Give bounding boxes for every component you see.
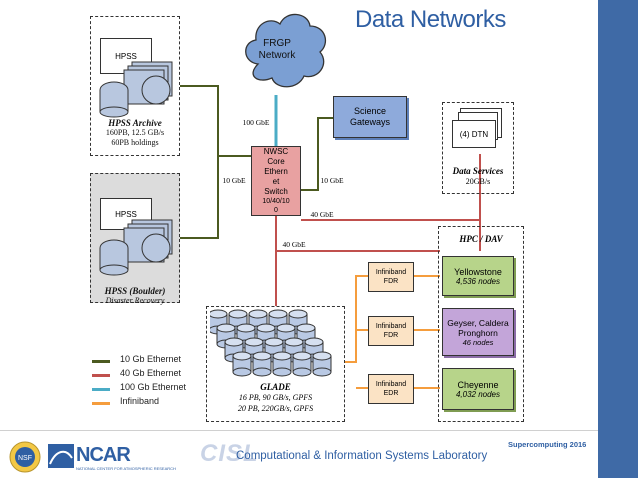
core-switch-label: NWSC Core Ethern et Switch bbox=[263, 147, 289, 196]
hpss-boulder-subtitle: Disaster Recovery bbox=[105, 296, 165, 305]
label-dtn-link: 40 GbE bbox=[310, 210, 334, 219]
legend-swatch bbox=[92, 388, 110, 391]
cisl-lab-name: Computational & Information Systems Labo… bbox=[236, 450, 488, 462]
hpss-archive-name: HPSS Archive bbox=[108, 118, 162, 128]
hpss-archive-group bbox=[90, 16, 180, 156]
legend-swatch bbox=[92, 360, 110, 363]
system-name: Cheyenne bbox=[457, 379, 499, 390]
system-yellowstone: Yellowstone 4,536 nodes bbox=[442, 256, 514, 296]
footer-divider bbox=[0, 430, 598, 431]
label-sg-link: 10 GbE bbox=[320, 176, 344, 185]
event-label: Supercomputing 2016 bbox=[508, 440, 587, 449]
legend-swatch bbox=[92, 374, 110, 377]
label-hpss-link: 10 GbE bbox=[222, 176, 246, 185]
data-services-group bbox=[442, 102, 514, 194]
data-services-rate: 20GB/s bbox=[465, 177, 491, 186]
label-hpc-link: 40 GbE bbox=[282, 240, 306, 249]
infiniband-fdr-2: Infiniband FDR bbox=[368, 316, 414, 346]
glade-name: GLADE bbox=[260, 382, 291, 392]
link-science-gateways bbox=[301, 117, 333, 191]
hpss-boulder-storage-icon bbox=[99, 219, 173, 276]
glade-line1: 16 PB, 90 GB/s, GPFS bbox=[238, 393, 313, 402]
system-name: Yellowstone bbox=[454, 266, 502, 277]
disk-icon bbox=[292, 351, 312, 377]
legend-label: Infiniband bbox=[120, 396, 160, 406]
glade-disk-array-icon bbox=[210, 309, 332, 377]
data-services-name: Data Services bbox=[452, 166, 504, 176]
dtn-box: (4) DTN bbox=[452, 120, 496, 148]
frgp-label: FRGP Network bbox=[258, 38, 296, 61]
hpc-dav-label: HPC / DAV bbox=[459, 234, 503, 244]
frgp-cloud-icon bbox=[245, 13, 327, 88]
svg-text:NSF: NSF bbox=[18, 455, 32, 462]
ib-glade-trunk bbox=[345, 275, 368, 363]
legend-swatch bbox=[92, 402, 110, 405]
cisl-logo: CISL bbox=[200, 440, 259, 467]
hpc-dav-group bbox=[438, 226, 524, 422]
disk-icon bbox=[232, 351, 252, 377]
disk-icon bbox=[252, 351, 272, 377]
legend-label: 10 Gb Ethernet bbox=[120, 354, 182, 364]
link-hpss-boulder bbox=[180, 156, 219, 239]
label-frgp-link: 100 GbE bbox=[242, 118, 270, 127]
system-detail: 4,032 nodes bbox=[455, 389, 501, 399]
ncar-logo-icon bbox=[48, 444, 74, 468]
science-gateways: Science Gateways bbox=[333, 96, 407, 138]
hpss-boulder-name: HPSS (Boulder) bbox=[104, 286, 166, 296]
hpss-archive-storage-icon bbox=[99, 61, 173, 118]
system-cheyenne: Cheyenne 4,032 nodes bbox=[442, 368, 514, 410]
core-switch-speed: 10/40/10 0 bbox=[262, 198, 290, 214]
ncar-subtitle: NATIONAL CENTER FOR ATMOSPHERIC RESEARCH bbox=[76, 466, 176, 471]
infiniband-edr: Infiniband EDR bbox=[368, 374, 414, 404]
core-switch: NWSC Core Ethern et Switch 10/40/10 0 bbox=[251, 146, 301, 216]
glade-group bbox=[206, 306, 345, 422]
page-title: Data Networks bbox=[355, 6, 506, 33]
hpss-archive-holdings: 60PB holdings bbox=[111, 138, 159, 147]
legend-label: 100 Gb Ethernet bbox=[120, 382, 187, 392]
ncar-name: NCAR bbox=[76, 444, 131, 466]
system-geyser: Geyser, Caldera Pronghorn 46 nodes bbox=[442, 308, 514, 356]
disk-icon bbox=[272, 351, 292, 377]
glade-line2: 20 PB, 220GB/s, GPFS bbox=[237, 404, 314, 413]
link-hpss-archive bbox=[180, 85, 251, 157]
system-detail: 46 nodes bbox=[462, 337, 494, 347]
hpss-archive-capacity: 160PB, 12.5 GB/s bbox=[105, 128, 165, 137]
infiniband-fdr-1: Infiniband FDR bbox=[368, 262, 414, 292]
system-detail: 4,536 nodes bbox=[455, 276, 501, 286]
legend-label: 40 Gb Ethernet bbox=[120, 368, 182, 378]
system-name: Geyser, Caldera Pronghorn bbox=[447, 317, 509, 338]
nsf-logo-icon: NSF bbox=[9, 441, 41, 473]
right-accent-bar bbox=[598, 0, 638, 478]
disk-icon bbox=[312, 351, 332, 377]
